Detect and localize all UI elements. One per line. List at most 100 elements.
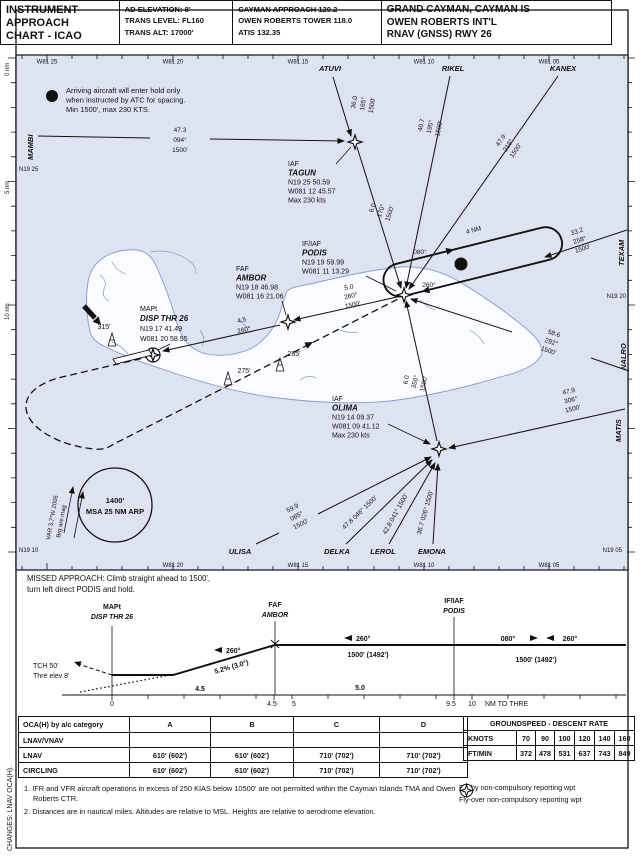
gs-cell: 160 [614, 730, 635, 746]
axis-tick-label: 10 [468, 701, 476, 708]
track-alt: 1500' [419, 375, 429, 392]
waypoint-block-olima: IAF OLIMA N19 14 09.37 W081 09 41.12 Max… [332, 396, 431, 445]
track-brg: 260° [343, 291, 358, 302]
profile-mapt-role: MAPt [103, 604, 122, 611]
track-brg: 306° [563, 395, 578, 406]
missed-approach-dashed-path [25, 298, 399, 450]
oca-row-label: LNAV/VNAV [18, 732, 130, 748]
oca-header: OCA(H) by a/c category [18, 716, 130, 733]
wpt-role: FAF [236, 266, 249, 273]
track-dist: 6.0 [368, 202, 378, 213]
axis-tick-label: 0 [110, 701, 114, 708]
gs-cell: 90 [535, 730, 555, 746]
track-label-olima-podis: 6.0 350° 1500' [402, 374, 429, 392]
wpt-lon: W081 12 45.57 [288, 189, 336, 196]
gs-cell: 637 [574, 745, 595, 761]
plan-view: W81 25 W81 20 W81 15 W81 10 W81 05 W81 2… [5, 54, 635, 571]
wpt-name: TAGUN [288, 169, 316, 178]
note-line: when instructed by ATC for spacing. [65, 96, 186, 105]
track-alt: 1500' [540, 345, 557, 357]
lat-label: N19 10 [19, 548, 39, 554]
track-label-nalro-podis: 58.6 292° 1500' [540, 329, 562, 357]
wpt-lon: W081 16 21.06 [236, 294, 284, 301]
enroute-wpt-emona: EMONA [418, 547, 446, 556]
gs-row-label: FT/MIN [463, 745, 517, 761]
note-line: Min 1500', max 230 KTS. [66, 105, 150, 114]
track-dist: 47.9 [562, 387, 576, 397]
hold-leg-length: 4 NM [465, 225, 482, 236]
oca-cell [379, 732, 468, 748]
wpt-lat: N19 17 41.49 [140, 326, 182, 333]
track-brg: 258° [572, 234, 588, 246]
scale-label: 5 nm [5, 181, 11, 194]
track-dist: 47.3 [174, 127, 187, 134]
gs-cell: 743 [594, 745, 615, 761]
track-brg: 165° [358, 96, 368, 111]
track-brg: 292° [544, 336, 560, 348]
lon-label: W81 20 [163, 60, 184, 66]
gs-table-title: GROUNDSPEED - DESCENT RATE [463, 716, 635, 731]
track-label-mambi-tagun: 47.3 094° 1500' [172, 127, 188, 154]
enroute-wpt-matis: MATIS [614, 419, 623, 442]
track-brg: 350° [410, 374, 421, 389]
profile-thr-elev: Thre elev 8' [33, 673, 69, 680]
track-label-texam: 33.2 258° 1500' [570, 227, 591, 255]
lon-label: W81 05 [539, 60, 560, 66]
variation-arrow-icon [63, 486, 85, 539]
groundspeed-table: GROUNDSPEED - DESCENT RATE KNOTS 70 90 1… [463, 716, 635, 761]
gs-cell: 372 [516, 745, 536, 761]
hold-note-badge-icon [454, 257, 468, 271]
msa-label: MSA 25 NM ARP [86, 507, 144, 516]
changes-note: CHANGES: LNAV OCA(H). [7, 765, 14, 851]
oca-cell [210, 732, 294, 748]
oca-row-label: LNAV [18, 747, 130, 763]
oca-header: A [129, 716, 211, 733]
missed-approach-text: MISSED APPROACH: Climb straight ahead to… [27, 574, 447, 595]
track-alt: 1500' [344, 300, 361, 310]
wpt-role: IF/IAF [302, 241, 321, 248]
note-1: 1. IFR and VFR aircraft operations in ex… [24, 784, 456, 804]
profile-tch: TCH 50' [33, 663, 58, 670]
obstacle-icon [275, 356, 285, 372]
gs-cell: 478 [535, 745, 555, 761]
enroute-wpt-delka: DELKA [324, 547, 350, 556]
msa-altitude: 1400' [106, 496, 125, 505]
dashed-path-arrow-icon [304, 342, 313, 349]
profile-intermediate-course: 260° [356, 635, 371, 643]
runway-symbol [112, 349, 153, 365]
gs-cell: 140 [594, 730, 615, 746]
oca-cell: 710' (702') [379, 747, 468, 763]
oca-cell [129, 732, 211, 748]
track-dist: 6.0 [402, 374, 411, 385]
fly-by-waypoint-icon-podis [395, 286, 413, 304]
profile-outbound-course: 080° [501, 635, 516, 643]
hold-inbound-course: 260° [422, 281, 436, 289]
obstacle-elev: 315' [97, 324, 110, 331]
note-2: 2. Distances are in nautical miles. Alti… [24, 806, 376, 816]
track-label-ambor-mapt: 4.5 260° [236, 316, 251, 335]
track-label-atuvi-tagun: 36.0 165° 1500' [350, 95, 377, 114]
wpt-lon: W081 09 41.12 [332, 424, 380, 431]
bottom-grid-ticks [21, 563, 625, 570]
wpt-name: PODIS [302, 249, 328, 258]
track-dist: 36.0 [350, 95, 359, 109]
wpt-limit: Max 230 kts [332, 433, 370, 440]
lat-label: N19 20 [607, 294, 627, 300]
gs-row-label: KNOTS [463, 730, 517, 746]
fly-by-waypoint-icon-olima [430, 440, 448, 458]
wpt-role: IAF [332, 396, 343, 403]
enroute-wpt-texam: TEXAM [617, 239, 626, 266]
oca-cell: 610' (602') [129, 747, 211, 763]
profile-inbound-course: 260° [563, 635, 578, 643]
track-label-rikel-podis: 40.7 195° 1500' [417, 118, 444, 137]
faf-cross-icon [270, 639, 280, 649]
waypoint-block-podis: IF/IAF PODIS N19 19 59.99 W081 11 13.29 [302, 241, 397, 292]
axis-ticks [111, 695, 617, 700]
chart-notes: 1. IFR and VFR aircraft operations in ex… [24, 784, 456, 819]
lon-label: W81 15 [288, 563, 309, 569]
track-alt: 1500' [434, 120, 444, 137]
wpt-lat: N19 25 50.59 [288, 180, 330, 187]
oca-cell [293, 732, 380, 748]
wpt-lon: W081 11 13.29 [302, 269, 349, 276]
